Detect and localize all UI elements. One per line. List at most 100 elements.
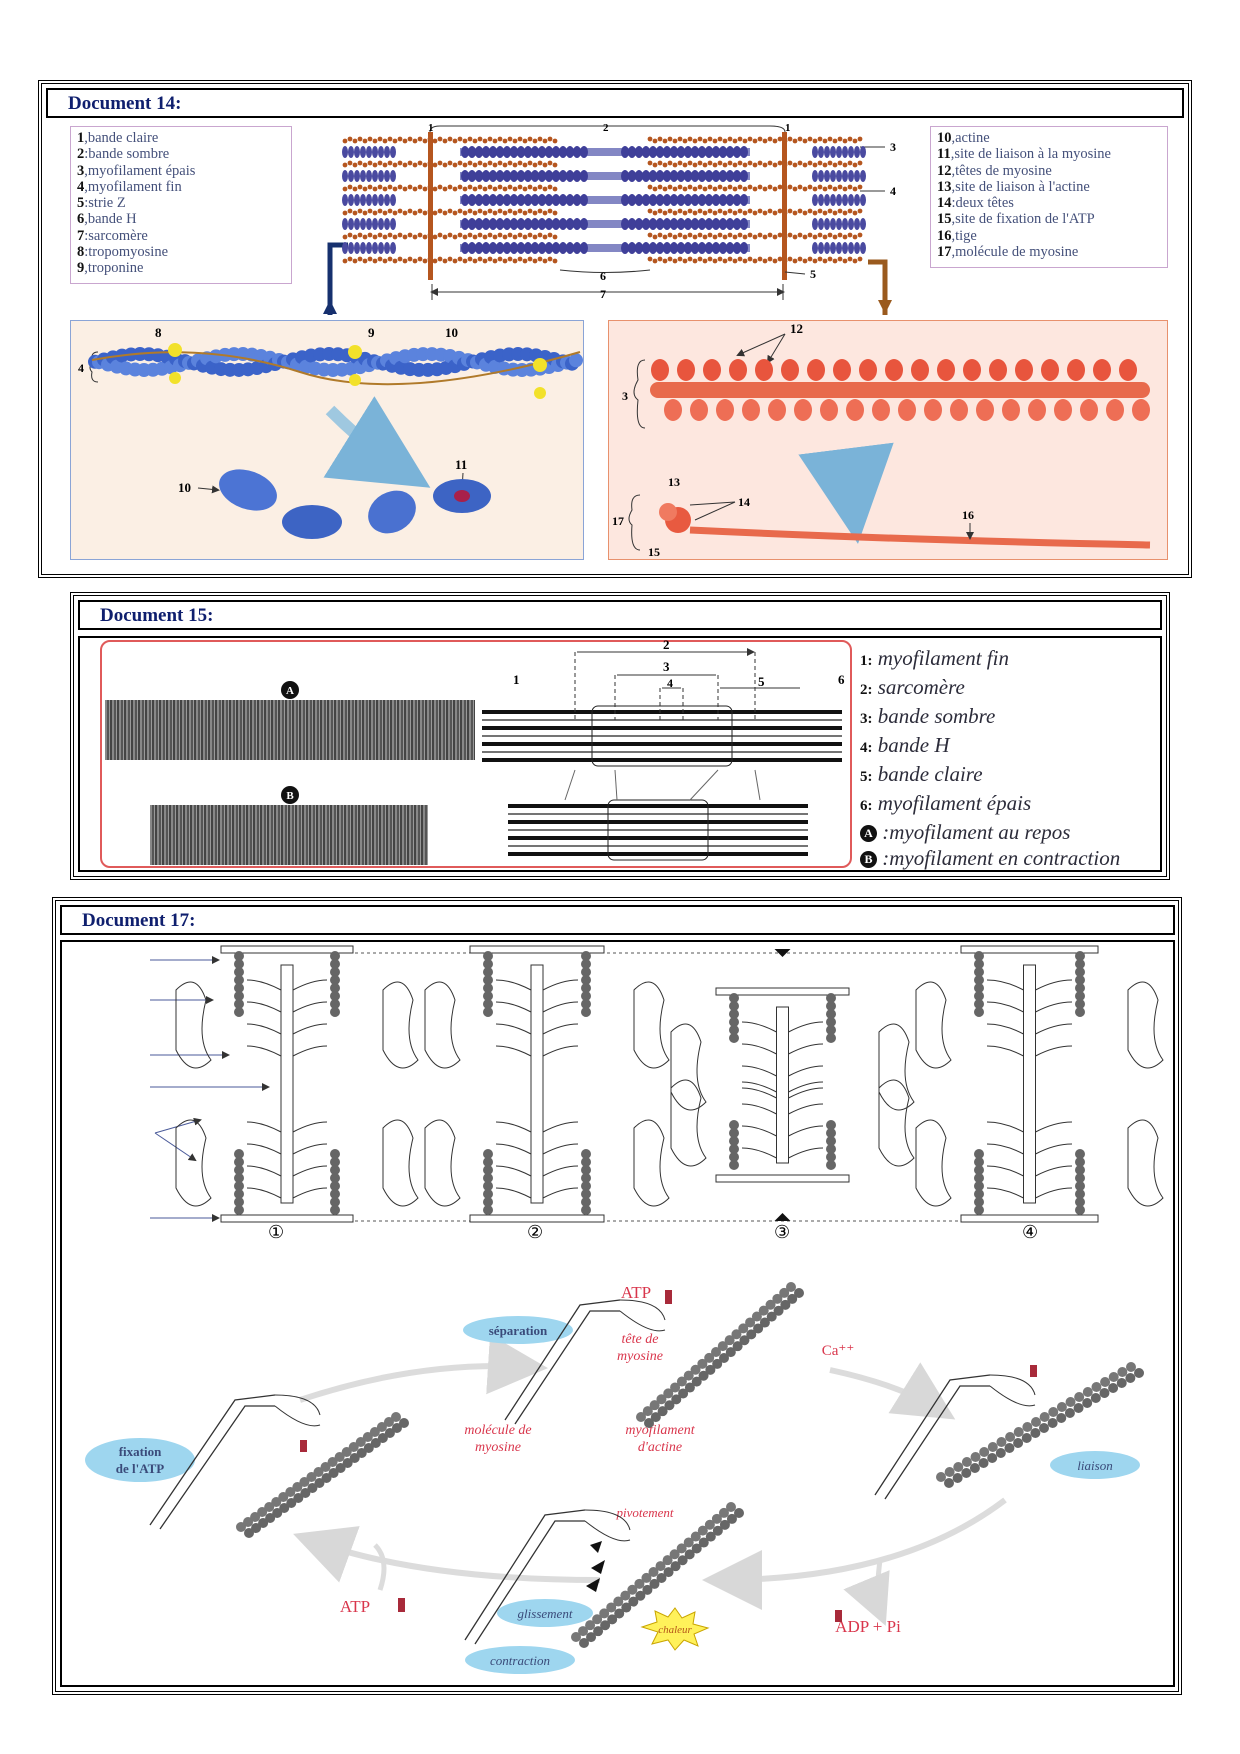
cross-bridge: [495, 979, 532, 991]
z-disc: [469, 945, 605, 954]
actin-bead: [729, 1152, 739, 1162]
actin-bead: [807, 160, 813, 166]
actin-bead: [234, 1149, 244, 1159]
myosin-head: [517, 194, 525, 206]
actin-bead: [377, 256, 383, 262]
actin-bead: [482, 258, 488, 264]
actin-bead: [677, 136, 683, 142]
actin-bead: [647, 256, 653, 262]
schema-rest: [482, 705, 842, 767]
myosin-head: [378, 170, 384, 182]
actin-bead: [817, 256, 823, 262]
myosin-head: [859, 359, 877, 381]
myosin-head: [468, 218, 476, 230]
myosin-head: [482, 218, 490, 230]
actin-bead: [357, 184, 363, 190]
troponin: [533, 358, 547, 372]
actin-bead: [762, 234, 768, 240]
myosin-head: [538, 242, 546, 254]
actin-bead: [842, 162, 848, 168]
cross-bridge: [292, 1121, 328, 1133]
myosin-head: [621, 146, 629, 158]
myosin-head: [733, 146, 741, 158]
actin-bead: [234, 1173, 244, 1183]
actin-bead: [457, 256, 463, 262]
actin-bead: [552, 162, 558, 168]
reticulum-vesicle: [382, 981, 419, 1069]
actin-bead: [402, 186, 408, 192]
actin-bead: [742, 162, 748, 168]
myosin-head: [475, 146, 483, 158]
myosin-head: [649, 146, 657, 158]
actin-bead: [442, 186, 448, 192]
actin-bead: [719, 1353, 729, 1363]
myosin-head: [573, 242, 581, 254]
actin-bead: [827, 184, 833, 190]
cross-bridge: [788, 1147, 824, 1159]
myosin-head: [860, 146, 866, 158]
myosin-head: [348, 242, 354, 254]
actin-bead: [683, 1370, 694, 1381]
actin-bead: [347, 256, 353, 262]
label-12: 12: [790, 321, 803, 336]
myosin-head: [378, 194, 384, 206]
myosin-head: [390, 242, 396, 254]
projection-line: [614, 769, 618, 801]
myosin-head: [842, 146, 848, 158]
actin-bead: [677, 1555, 688, 1566]
actin-bead: [492, 138, 498, 144]
actin-bead: [729, 1025, 739, 1035]
actin-bead: [652, 138, 658, 144]
actin-bead: [656, 1573, 667, 1583]
actin-bead: [807, 232, 813, 238]
actin-bead: [727, 256, 733, 262]
actin-bead: [842, 138, 848, 144]
actin-bead: [462, 186, 468, 192]
myosin-head: [366, 218, 372, 230]
actin-bead: [857, 208, 863, 214]
actin-bead: [527, 208, 533, 214]
z-disc: [715, 1174, 850, 1183]
actin-bead: [737, 136, 743, 142]
actin-bead: [832, 210, 838, 216]
myosin-head: [1015, 359, 1033, 381]
micrograph-box: [100, 640, 852, 868]
myosin-head: [824, 242, 830, 254]
actin-bead: [731, 1329, 742, 1340]
actin-bead: [552, 138, 558, 144]
actin-bead: [279, 1503, 290, 1513]
myosin-head: [538, 194, 546, 206]
myosin-head: [510, 242, 518, 254]
myosin-head: [670, 194, 678, 206]
myosin-head: [846, 399, 864, 421]
myosin-head: [818, 146, 824, 158]
myosin-head: [531, 218, 539, 230]
myosin-filament: [776, 1006, 789, 1164]
myosin-head: [716, 399, 734, 421]
actin-bead: [1075, 999, 1085, 1009]
myosin-head: [842, 218, 848, 230]
myosin-head: [963, 359, 981, 381]
actin-bead: [751, 1311, 762, 1322]
actin-bead: [691, 1543, 702, 1554]
myosin-head: [812, 170, 818, 182]
actin-bead: [772, 186, 778, 192]
actin-bead: [483, 975, 493, 985]
actin-bead: [687, 136, 693, 142]
actin-bead: [1075, 991, 1085, 1001]
actin-bead: [1047, 1418, 1058, 1428]
actin-bead: [742, 234, 748, 240]
actin-bead: [593, 1626, 604, 1637]
myosin-head: [621, 170, 629, 182]
actin-bead: [342, 138, 348, 144]
myosin-head: [712, 242, 720, 254]
myosin-head: [524, 194, 532, 206]
cross-bridge-cycle: séparation fixation de l'ATP liaison gli…: [85, 1282, 1144, 1674]
actin-bead: [512, 258, 518, 264]
legend-item: A :myofilament au repos: [860, 819, 1170, 845]
actin-bead: [782, 162, 788, 168]
actin-bead: [382, 138, 388, 144]
actin-bead: [234, 983, 244, 993]
actin-bead: [452, 138, 458, 144]
actin-bead: [802, 234, 808, 240]
